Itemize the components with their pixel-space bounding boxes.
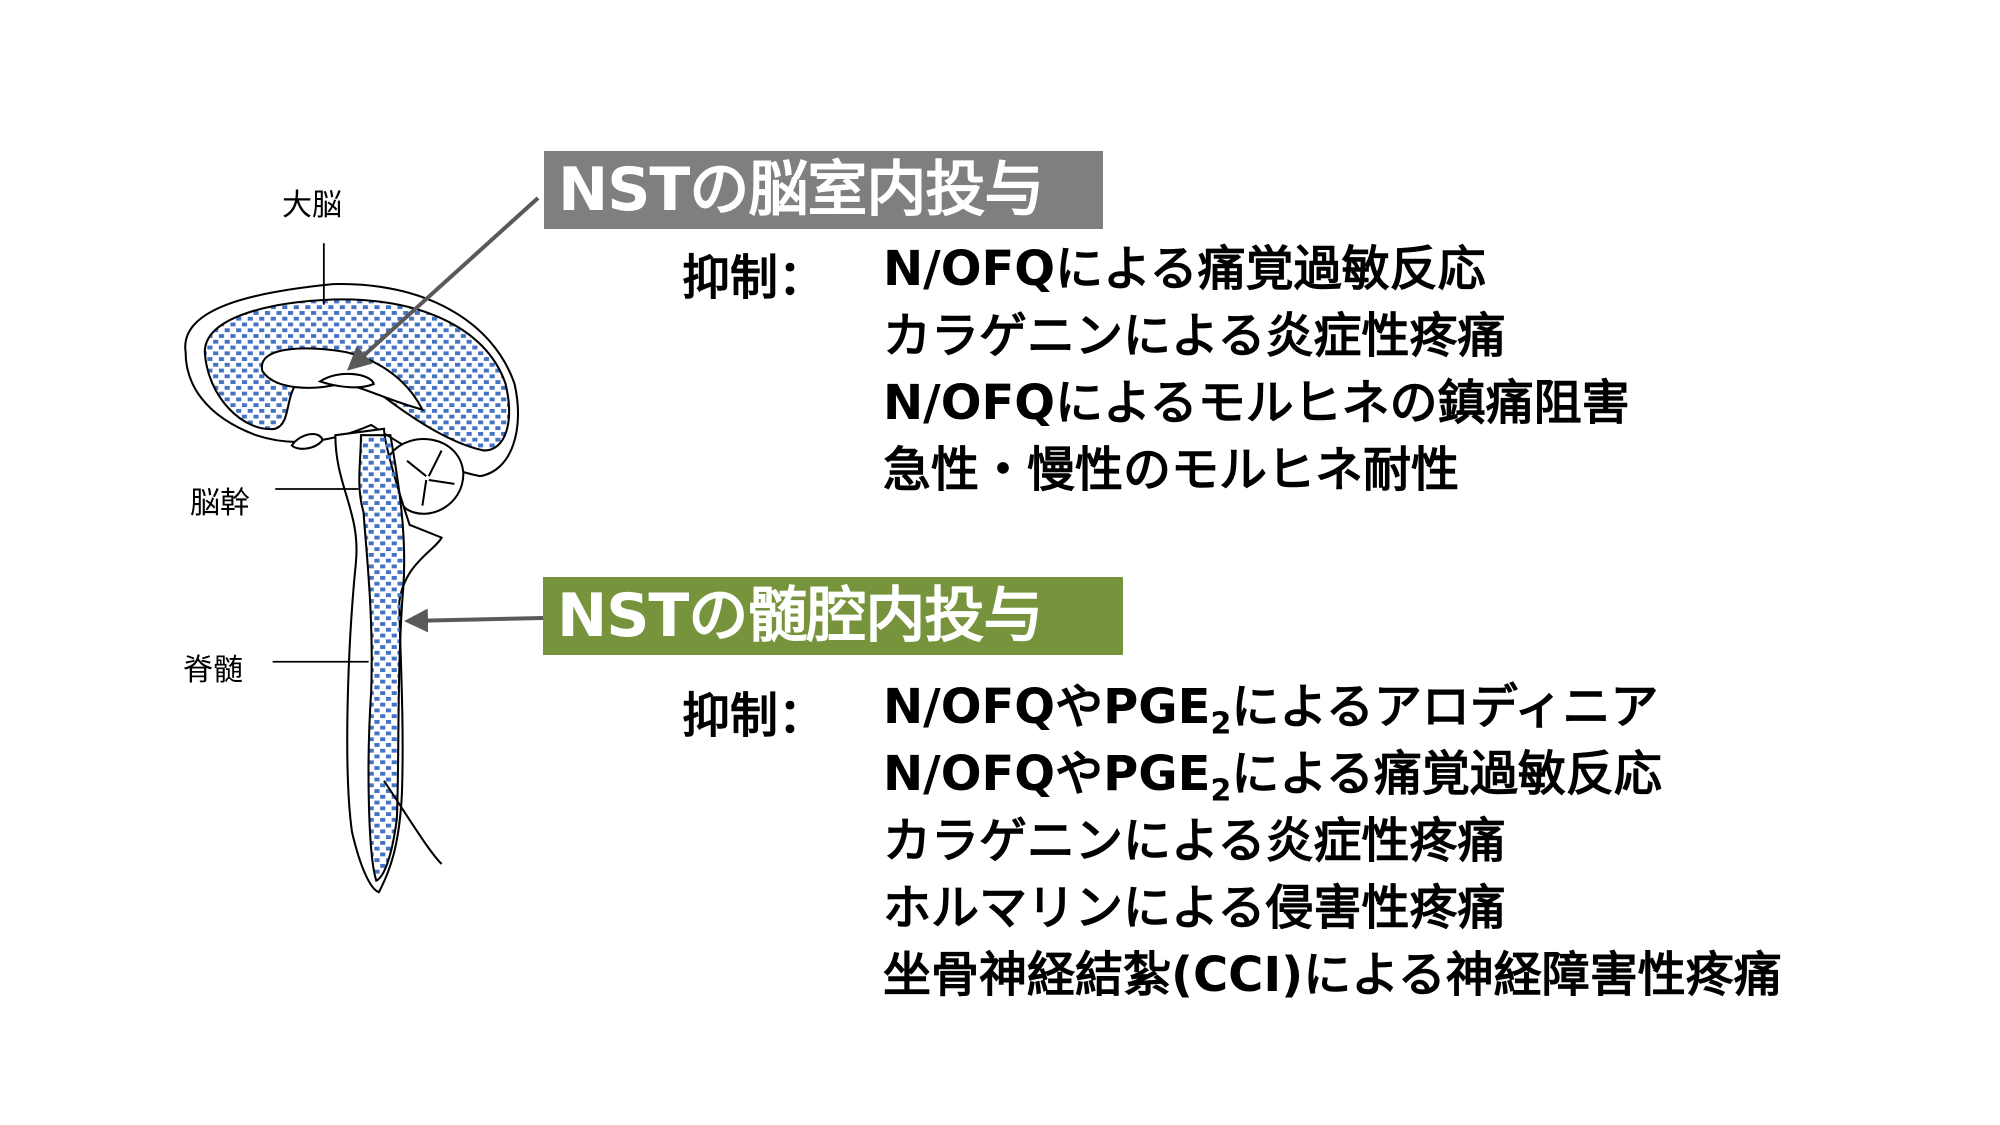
intrathecal-title: NSTの髄腔内投与: [543, 577, 1123, 655]
icv-list: N/OFQによる痛覚過敏反応 カラゲニンによる炎症性疼痛 N/OFQによるモルヒ…: [883, 236, 1630, 504]
label-brainstem: 脳幹: [190, 486, 250, 521]
list-item: N/OFQやPGE2による痛覚過敏反応: [883, 746, 1662, 809]
list-item: N/OFQによる痛覚過敏反応: [883, 241, 1486, 297]
list-item: 坐骨神経結紮(CCI)による神経障害性疼痛: [883, 947, 1782, 1003]
label-spinal-cord: 脊髄: [183, 653, 243, 688]
list-item: カラゲニンによる炎症性疼痛: [883, 308, 1506, 364]
intrathecal-inhibit-label: 抑制：: [682, 688, 827, 744]
icv-inhibit-label: 抑制：: [682, 250, 827, 306]
arrow-intrathecal: [404, 608, 544, 633]
arrow-icv: [347, 196, 540, 371]
list-item: ホルマリンによる侵害性疼痛: [883, 880, 1506, 936]
spinal-cord-fill: [358, 434, 406, 883]
list-item: 急性・慢性のモルヒネ耐性: [883, 442, 1460, 498]
label-cerebrum: 大脳: [282, 188, 342, 223]
intrathecal-list: N/OFQやPGE2によるアロディニア N/OFQやPGE2による痛覚過敏反応 …: [883, 674, 1782, 1009]
icv-title: NSTの脳室内投与: [544, 151, 1103, 229]
list-item: カラゲニンによる炎症性疼痛: [883, 813, 1506, 869]
list-item: N/OFQやPGE2によるアロディニア: [883, 679, 1659, 742]
list-item: N/OFQによるモルヒネの鎮痛阻害: [883, 375, 1630, 431]
